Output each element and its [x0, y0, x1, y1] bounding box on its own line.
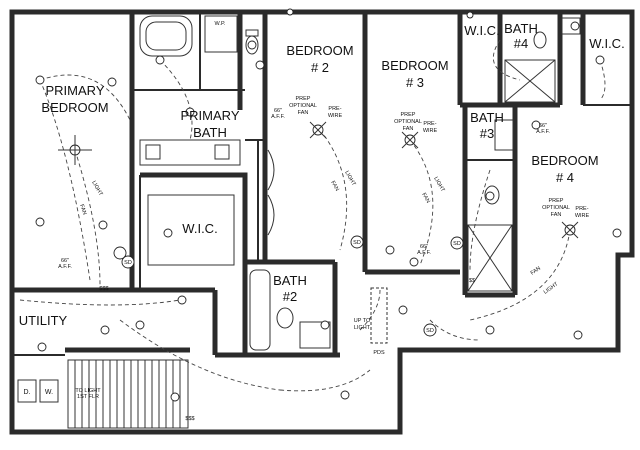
smoke-detector-2: [113, 246, 127, 260]
note-ss-1: $$: [469, 278, 475, 284]
label-bedroom3-2: # 3: [406, 75, 424, 90]
label-bath2-1: BATH: [273, 273, 307, 288]
note-aff-d1: 66": [539, 123, 547, 129]
note-fan-1: FAN: [78, 204, 87, 216]
stair: [67, 359, 189, 429]
note-sd-2: SD: [353, 240, 361, 246]
note-light-2: LIGHT: [343, 170, 357, 188]
note-prep-3c: FAN: [403, 126, 414, 132]
note-pds: PDS: [373, 350, 385, 356]
note-aff-d2: A.F.F.: [536, 129, 550, 135]
note-prewire-3b: WIRE: [423, 128, 438, 134]
note-aff-c2: A.F.F.: [417, 250, 431, 256]
note-fan-4: FAN: [530, 266, 542, 277]
note-sd-4: SD: [426, 328, 434, 334]
label-utility: UTILITY: [19, 313, 68, 328]
label-bath2-2: #2: [283, 289, 297, 304]
label-washer: W.: [45, 389, 53, 396]
note-sss-2: $$$: [185, 416, 194, 422]
note-to-light-1: TO LIGHT: [75, 388, 101, 394]
label-wic-a: W.I.C.: [464, 23, 499, 38]
note-prewire-3a: PRE-: [423, 121, 436, 127]
note-prep-2a: PREP: [296, 96, 311, 102]
label-bath3-2: #3: [480, 126, 494, 141]
note-aff-b2: A.F.F.: [271, 114, 285, 120]
label-primary-bedroom-1: PRIMARY: [46, 83, 105, 98]
note-fan-3: FAN: [420, 192, 431, 204]
label-bedroom4-1: BEDROOM: [531, 153, 598, 168]
label-wic-b: W.I.C.: [589, 36, 624, 51]
note-to-light-2: 1ST FLR: [77, 394, 99, 400]
note-prep-3a: PREP: [401, 112, 416, 118]
label-wp: W.P.: [215, 21, 226, 27]
fan-symbol-bedroom4: [561, 221, 579, 239]
note-up-to-light-2: LIGHT: [354, 325, 371, 331]
note-prep-4c: FAN: [551, 212, 562, 218]
note-aff-a1: 66": [61, 258, 69, 264]
note-light-3: LIGHT: [432, 176, 446, 194]
room-labels: PRIMARY BEDROOM PRIMARY BATH W.I.C. W.P.…: [19, 21, 625, 396]
note-prep-4b: OPTIONAL: [542, 205, 570, 211]
label-dryer: D.: [24, 389, 31, 396]
walls: [9, 9, 635, 435]
note-light-1: LIGHT: [90, 180, 104, 198]
smoke-detector-1: [121, 255, 135, 269]
note-aff-a2: A.F.F.: [58, 264, 72, 270]
note-prep-2c: FAN: [298, 110, 309, 116]
label-primary-bath-2: BATH: [193, 125, 227, 140]
note-prewire-4a: PRE-: [575, 206, 588, 212]
smoke-detector-4: [450, 236, 464, 250]
note-aff-b1: 66": [274, 108, 282, 114]
label-bedroom2-1: BEDROOM: [286, 43, 353, 58]
note-prewire-4b: WIRE: [575, 213, 590, 219]
devices: [35, 8, 622, 402]
note-prewire-2b: WIRE: [328, 113, 343, 119]
label-bedroom4-2: # 4: [556, 170, 574, 185]
label-primary-bedroom-2: BEDROOM: [41, 100, 108, 115]
note-prep-2b: OPTIONAL: [289, 103, 317, 109]
smoke-detector-5: [423, 323, 437, 337]
note-sss-1: $$$: [99, 286, 108, 292]
note-light-4: LIGHT: [543, 281, 560, 296]
note-sd-1: SD: [124, 260, 132, 266]
note-prep-4a: PREP: [549, 198, 564, 204]
fan-symbol-primary: [58, 135, 92, 165]
label-bath4-2: #4: [514, 36, 528, 51]
wiring: [19, 39, 606, 392]
fan-symbol-bedroom2: [309, 121, 327, 139]
smoke-detector-3: [350, 235, 364, 249]
label-bedroom2-2: # 2: [311, 60, 329, 75]
label-primary-bath-1: PRIMARY: [181, 108, 240, 123]
note-sd-3: SD: [453, 241, 461, 247]
label-wic-primary: W.I.C.: [182, 221, 217, 236]
fan-symbol-bedroom3: [401, 131, 419, 149]
label-bath3-1: BATH: [470, 110, 504, 125]
note-up-to-light-1: UP TO: [354, 318, 371, 324]
note-prep-3b: OPTIONAL: [394, 119, 422, 125]
label-bedroom3-1: BEDROOM: [381, 58, 448, 73]
label-bath4-1: BATH: [504, 21, 538, 36]
fixtures: [17, 15, 581, 429]
note-aff-c1: 66": [420, 244, 428, 250]
note-fan-2: FAN: [329, 180, 340, 192]
note-prewire-2a: PRE-: [328, 106, 341, 112]
